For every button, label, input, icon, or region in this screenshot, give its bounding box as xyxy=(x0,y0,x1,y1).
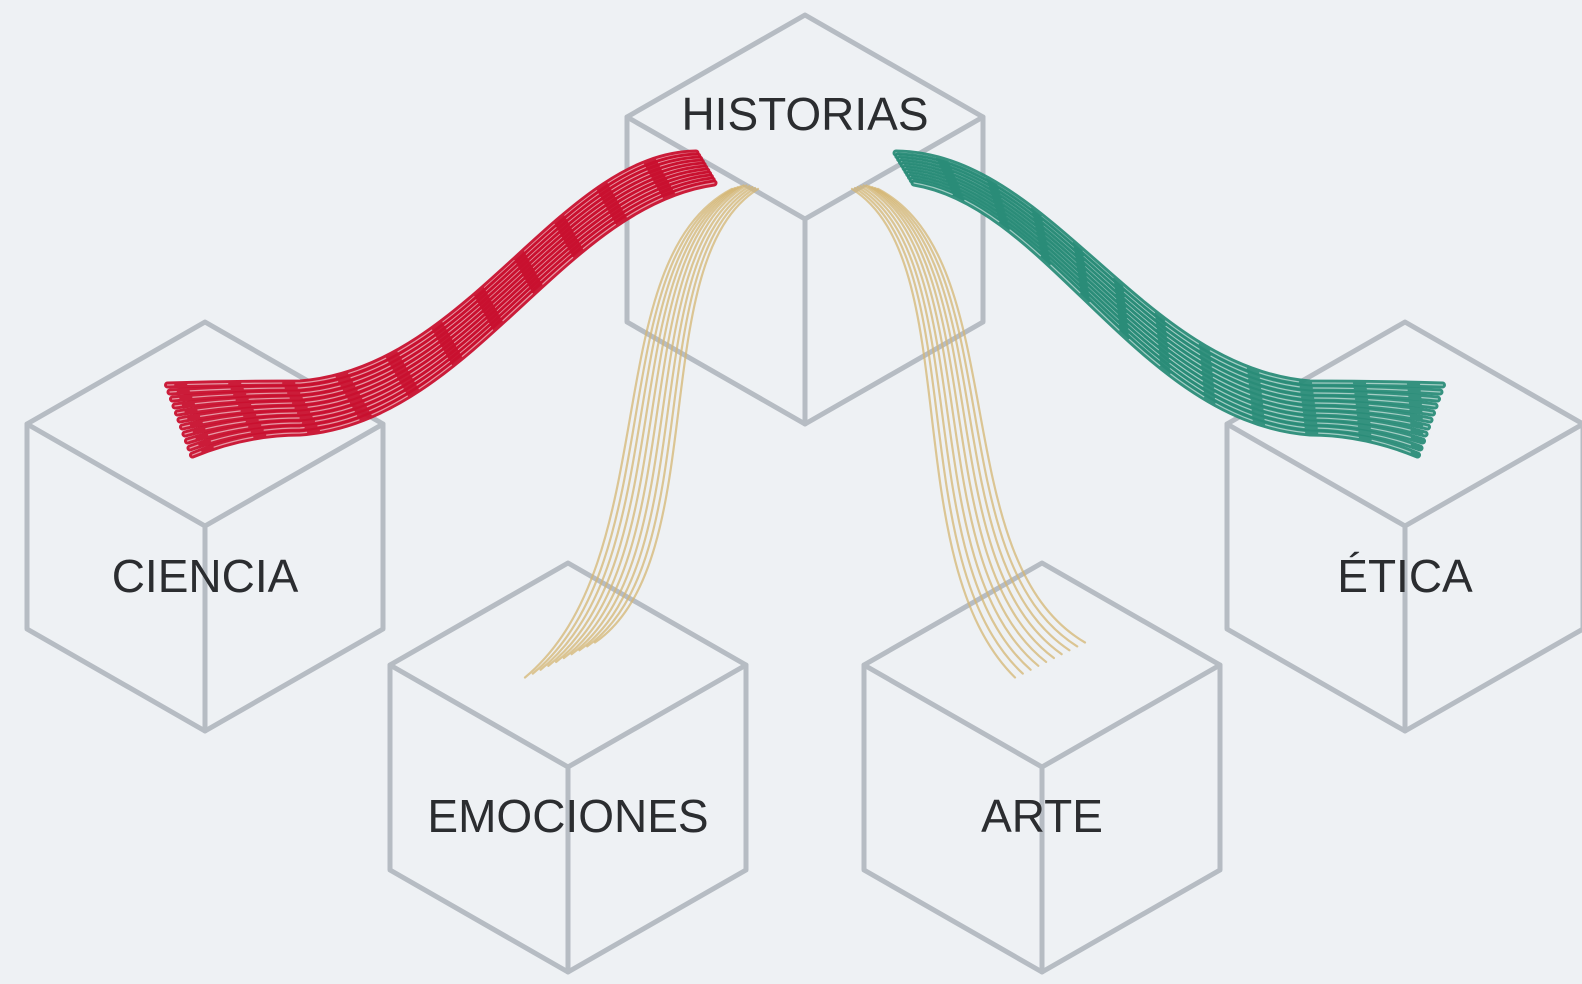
connection-fiber-highlight xyxy=(902,164,1434,414)
connection-fiber-highlight xyxy=(186,176,711,442)
cube-etica xyxy=(1224,319,1582,734)
node-label-emociones: EMOCIONES xyxy=(427,790,708,842)
connection-fiber xyxy=(555,184,745,664)
connection-fiber-highlight xyxy=(174,161,702,407)
connection-fiber xyxy=(868,185,1063,656)
connection-fiber xyxy=(876,187,1087,644)
connection-fiber xyxy=(547,185,742,667)
connection-fiber xyxy=(862,184,1048,664)
connection-fiber xyxy=(562,184,748,660)
connection-fiber xyxy=(856,186,1032,671)
connection-fiber-highlight xyxy=(179,167,706,421)
connection-fiber-highlight xyxy=(191,182,715,456)
connection-fiber xyxy=(578,186,754,652)
connection-historias-ciencia xyxy=(164,149,718,459)
connection-fiber xyxy=(531,186,736,675)
connection-historias-emociones xyxy=(523,184,760,679)
connection-fiber-highlight xyxy=(913,182,1419,456)
connection-fiber-highlight xyxy=(171,158,701,400)
cube-emociones xyxy=(387,560,749,975)
connection-fiber xyxy=(850,187,1017,679)
connection-fiber-highlight xyxy=(189,179,713,449)
connection-fiber-highlight xyxy=(176,164,704,414)
connection-fiber xyxy=(871,186,1071,652)
connection-fiber-highlight xyxy=(895,152,1444,386)
connection-fiber xyxy=(539,186,739,671)
connection-fiber-highlight xyxy=(897,155,1441,393)
node-label-historias: HISTORIAS xyxy=(681,88,928,140)
connection-historias-arte xyxy=(850,184,1087,679)
connection-fiber xyxy=(874,186,1079,648)
connections-layer xyxy=(164,149,1446,679)
connection-fiber xyxy=(859,185,1040,667)
node-label-arte: ARTE xyxy=(981,790,1103,842)
connection-fiber xyxy=(523,187,734,679)
connection-fiber-highlight xyxy=(900,161,1436,407)
connection-fiber xyxy=(164,149,700,389)
connection-fiber-highlight xyxy=(904,167,1431,421)
connection-fiber xyxy=(166,152,702,396)
connection-fiber xyxy=(570,185,751,656)
node-label-etica: ÉTICA xyxy=(1337,550,1473,602)
connection-fiber xyxy=(853,186,1024,675)
connection-fiber-highlight xyxy=(899,158,1439,400)
cubes-layer xyxy=(24,12,1582,975)
node-label-ciencia: CIENCIA xyxy=(112,550,299,602)
connection-fiber xyxy=(586,186,757,648)
cube-ciencia xyxy=(24,319,386,734)
connection-fiber xyxy=(593,187,760,644)
connection-fiber xyxy=(865,184,1055,660)
cube-arte xyxy=(861,560,1223,975)
connection-fiber-highlight xyxy=(184,173,710,435)
connection-historias-etica xyxy=(892,149,1446,459)
connection-fiber-highlight xyxy=(181,170,708,428)
